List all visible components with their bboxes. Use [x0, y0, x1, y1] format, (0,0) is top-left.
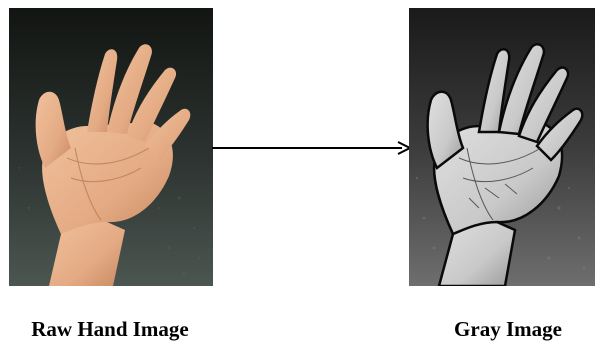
gray-image-caption: Gray Image: [418, 317, 598, 342]
gray-image: [409, 8, 595, 286]
right-arrow: [212, 138, 412, 158]
raw-hand-image: [9, 8, 213, 286]
raw-hand-picture: [9, 8, 213, 286]
gray-hand-picture: [409, 8, 595, 286]
raw-hand-caption: Raw Hand Image: [10, 317, 210, 342]
